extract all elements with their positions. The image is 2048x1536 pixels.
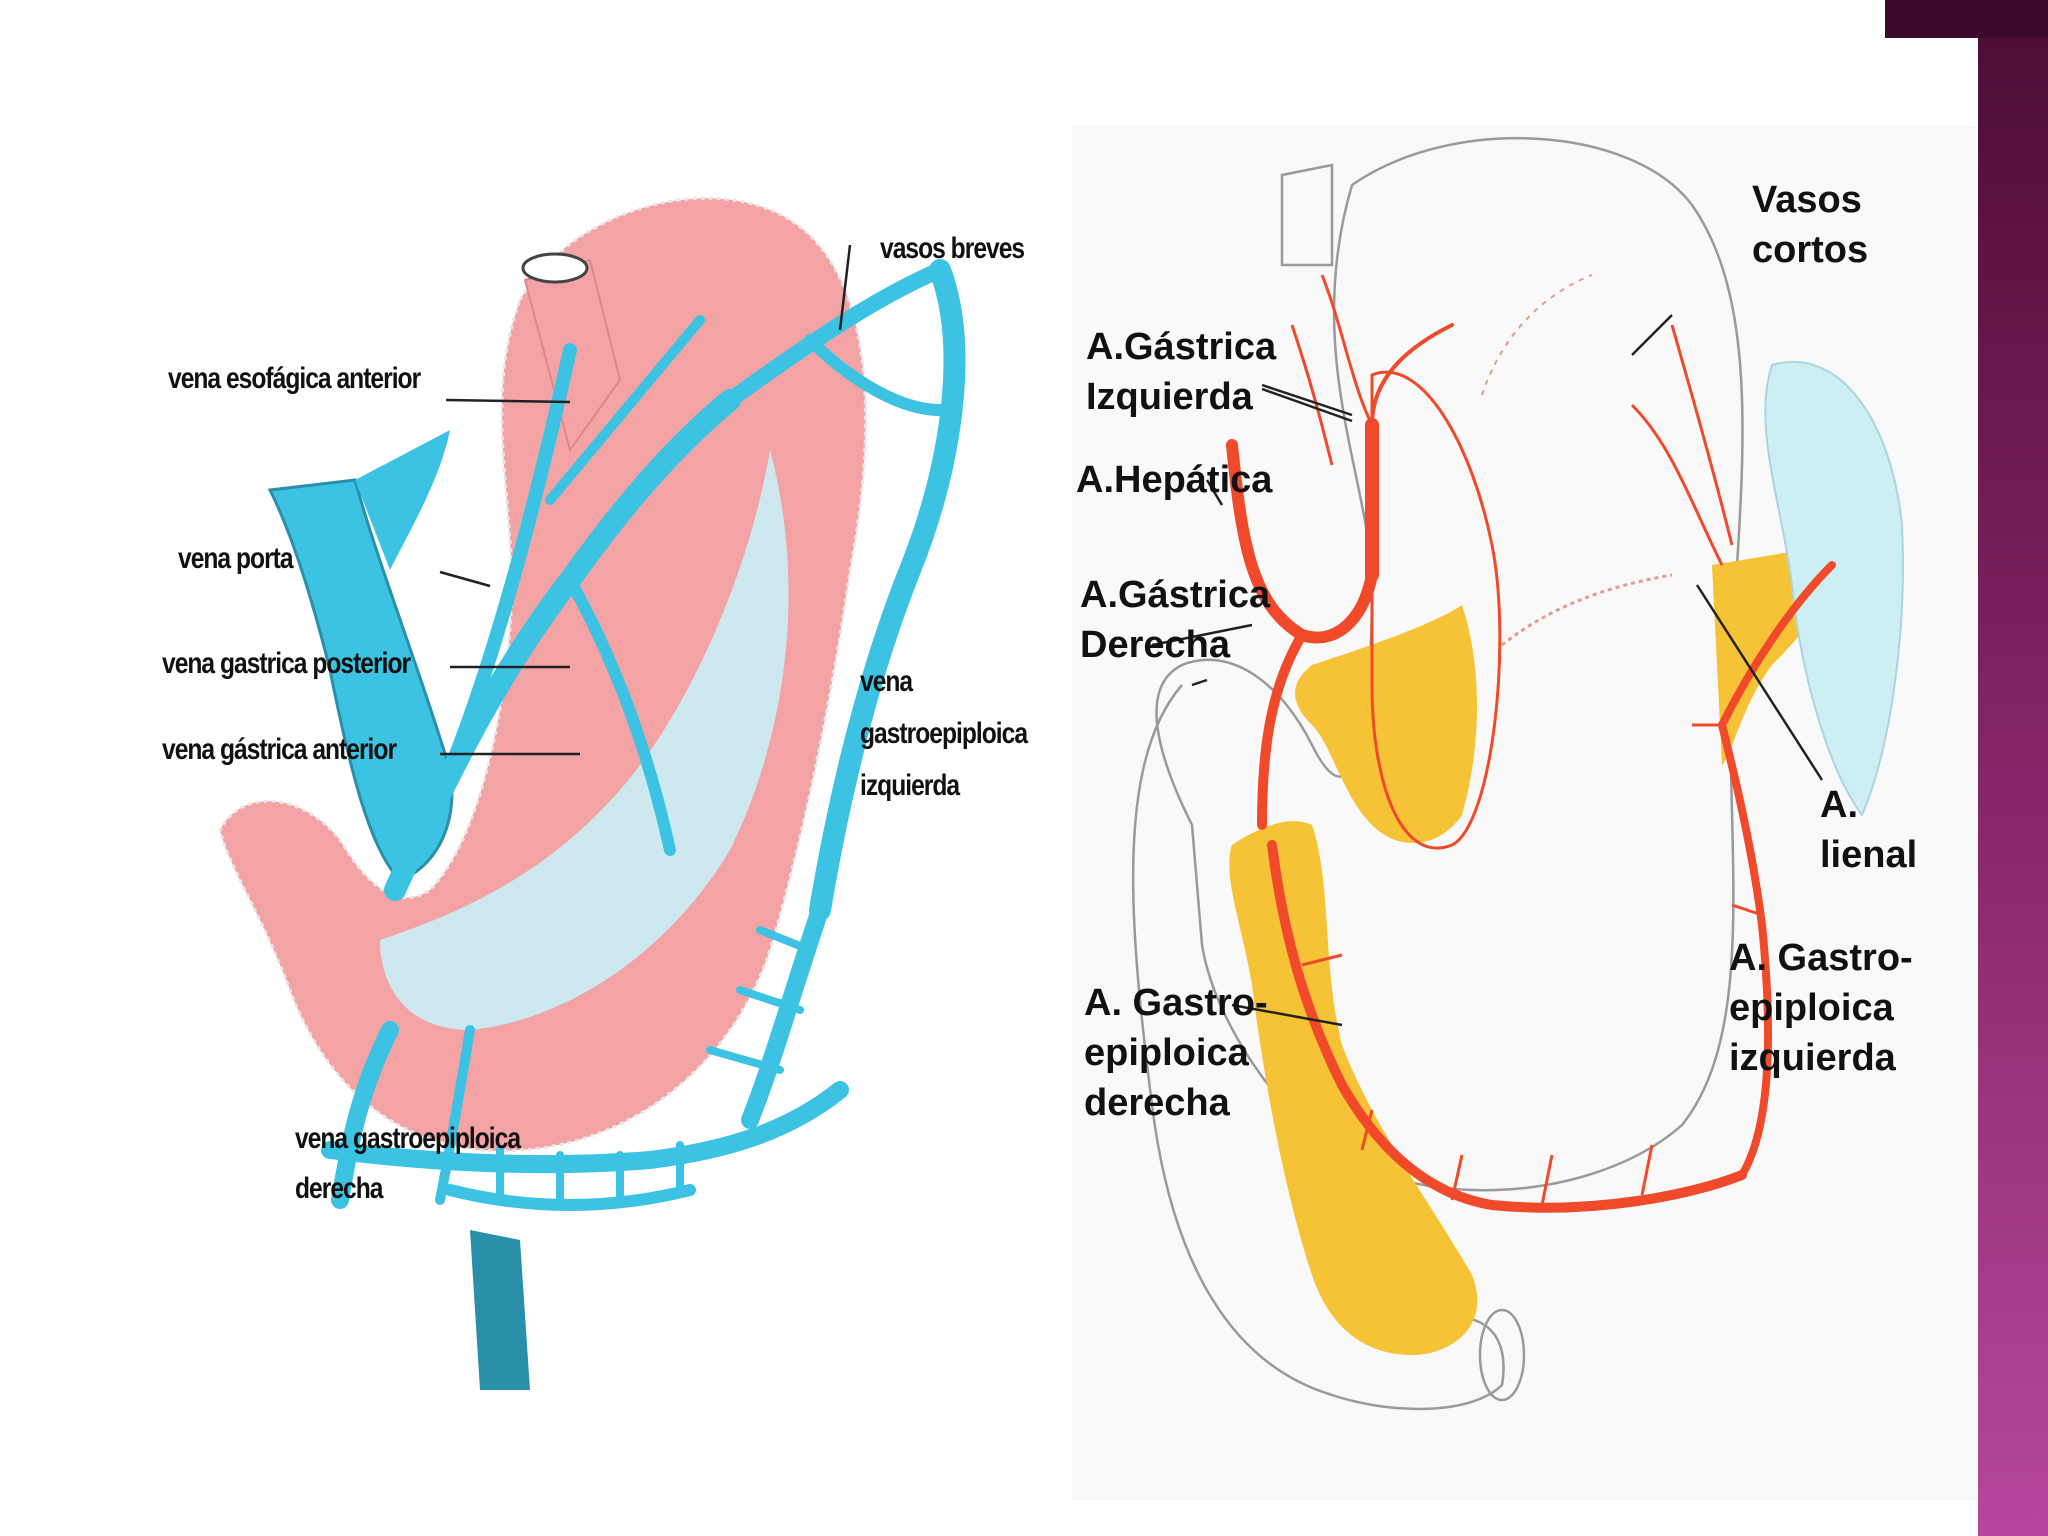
label-vasos-breves: vasos breves [880,232,1025,265]
pancreas-body [1295,605,1477,844]
label-a-gastroepiploica-izquierda-line2: epiploica [1729,987,1894,1029]
arterial-drawing [1131,137,1904,1411]
label-vena-gastroepiploica-izquierda-line2: gastroepiploica [860,717,1028,750]
label-vena-gastrica-anterior: vena gástrica anterior [162,733,397,766]
label-a-lienal-line1: A. [1820,784,1858,826]
label-vena-porta: vena porta [178,542,294,575]
label-a-gastroepiploica-derecha-line2: epiploica [1084,1032,1249,1074]
duodenum-outline [1131,684,1505,1411]
label-a-gastroepiploica-izquierda-line1: A. Gastro- [1729,937,1913,979]
label-vasos-cortos-line1: Vasos [1752,179,1862,221]
label-vena-esofagica-anterior: vena esofágica anterior [168,362,421,395]
pancreas-head [1229,821,1478,1355]
label-vena-gastroepiploica-derecha-line2: derecha [295,1172,383,1205]
label-a-gastroepiploica-derecha-line1: A. Gastro- [1084,982,1268,1024]
label-vena-gastroepiploica-izquierda-line1: vena [860,665,913,698]
label-a-hepatica: A.Hepática [1076,459,1273,501]
venous-drawing [218,196,966,1390]
label-a-gastroepiploica-izquierda-line3: izquierda [1729,1037,1896,1079]
venous-drainage-diagram: vasos breves vena esofágica anterior ven… [150,150,1060,1410]
stomach-lumen [380,450,789,1030]
arterial-supply-diagram: Vasos cortos A.Gástrica Izquierda A.Hepá… [1072,125,1977,1500]
label-a-gastroepiploica-derecha-line3: derecha [1084,1082,1230,1124]
label-a-gastrica-derecha-line1: A.Gástrica [1080,574,1271,616]
label-a-gastrica-derecha-line2: Derecha [1080,624,1230,666]
label-a-gastrica-izquierda-line2: Izquierda [1086,376,1253,418]
label-vena-gastroepiploica-izquierda-line3: izquierda [860,769,960,802]
spleen [1764,360,1904,817]
label-a-lienal-line2: lienal [1820,834,1918,876]
slide-corner-accent [1885,0,2048,38]
label-vena-gastroepiploica-derecha-line1: vena gastroepiploica [295,1122,521,1155]
label-a-gastrica-izquierda-line1: A.Gástrica [1086,326,1277,368]
label-vasos-cortos-line2: cortos [1752,229,1869,271]
label-vena-gastrica-posterior: vena gastrica posterior [162,647,411,680]
